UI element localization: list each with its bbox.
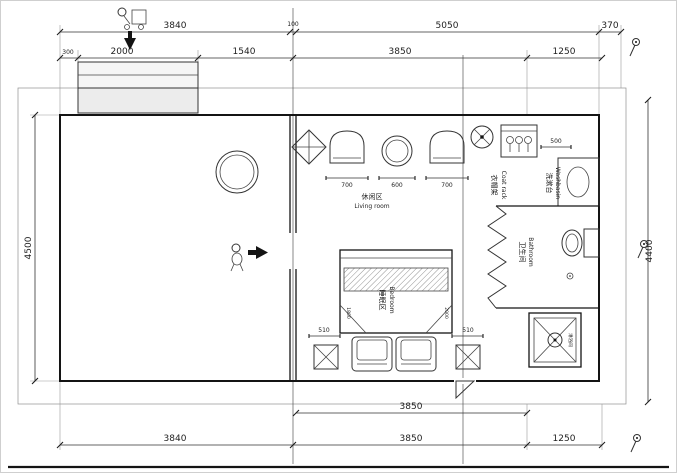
- dim-label: 1540: [233, 47, 256, 57]
- shower-cabin: 淋浴间: [528, 312, 582, 368]
- bedroom-chair: [395, 336, 437, 372]
- entry-steps: [77, 61, 199, 114]
- dim-label: 3850: [389, 47, 412, 57]
- dim-label: 3850: [400, 434, 423, 444]
- side-table: [313, 344, 339, 370]
- site-boundary: [17, 87, 627, 405]
- dim-label: 510: [462, 327, 474, 334]
- dim-label: 3840: [164, 21, 187, 31]
- room-label-zh: 卫生间: [518, 242, 527, 263]
- dim-label: 1250: [553, 434, 576, 444]
- coat-rack-label: 衣帽架 Coat rack: [490, 171, 507, 200]
- axis-lines: [292, 8, 464, 464]
- room-label-en: Bathroom: [527, 237, 534, 267]
- dim-label: 1800: [345, 307, 351, 319]
- dim-label: 2000: [111, 47, 134, 57]
- dim-label: 510: [318, 327, 330, 334]
- ceiling-fan-icon: [470, 125, 494, 149]
- dim-label: 600: [391, 182, 403, 189]
- bathroom-partitions: [487, 205, 599, 309]
- dim-label: 500: [550, 138, 562, 145]
- survey-pin-icon: [637, 240, 648, 259]
- room-label-zh: 淋浴间: [567, 333, 574, 347]
- survey-pin-icon: [630, 434, 641, 453]
- bed: 睡眠区 Bedroom 1800 2000: [339, 249, 453, 334]
- room-label-en: Living room: [354, 203, 389, 210]
- person-figure-icon: [230, 243, 244, 272]
- washbasin-label: 洗漱台 Washbasin: [545, 167, 561, 199]
- room-label-zh: 衣帽架: [490, 175, 499, 196]
- toilet: [561, 228, 600, 280]
- dim-label: 3840: [164, 434, 187, 444]
- dimension-top-row-1: 3840 100 5050 370: [56, 21, 625, 36]
- dim-label: 5050: [436, 21, 459, 31]
- room-label-zh: 睡眠区: [378, 290, 386, 311]
- dim-label: 4400: [645, 239, 655, 262]
- armchair: [329, 130, 365, 164]
- dim-label: 3850: [400, 402, 423, 412]
- dim-label: 4500: [24, 236, 34, 259]
- bathroom-label: 卫生间 Bathroom: [518, 237, 534, 267]
- dim-label: 100: [287, 21, 299, 28]
- round-table: [215, 150, 259, 194]
- coffee-table: [381, 135, 413, 167]
- room-label-en: Washbasin: [554, 167, 561, 199]
- dim-label: 1250: [553, 47, 576, 57]
- room-label-en: Bedroom: [388, 286, 395, 313]
- dimension-top-row-2: 300 2000 1540 3850 1250: [56, 47, 606, 62]
- door-swing-icon: [454, 378, 476, 400]
- dim-label: 370: [601, 21, 618, 31]
- dim-label: 700: [341, 182, 353, 189]
- living-room-dims: 700 600 700: [325, 176, 469, 189]
- room-label-zh: 休闲区: [362, 192, 383, 201]
- dimension-bottom-row-2: 3840 3850 1250: [56, 434, 606, 449]
- dimension-left: 4500: [24, 111, 39, 385]
- bedroom-chair: [351, 336, 393, 372]
- room-label-en: Coat rack: [500, 171, 507, 200]
- side-table: [455, 344, 481, 370]
- coat-rack-dim: 500: [540, 138, 572, 149]
- dimension-right: 4400: [644, 96, 655, 406]
- diamond-plant-icon: [291, 129, 327, 165]
- room-label-zh: 洗漱台: [545, 173, 554, 194]
- person-with-cart-icon: [117, 7, 147, 30]
- armchair: [429, 130, 465, 164]
- bedside-dims: 510 510: [308, 327, 484, 338]
- down-arrow-icon: [124, 31, 136, 50]
- survey-pin-icon: [629, 38, 640, 57]
- dim-label: 300: [62, 49, 74, 56]
- living-room-label: 休闲区 Living room: [354, 192, 389, 210]
- coat-rack: [500, 124, 538, 158]
- entry-arrow-icon: [248, 246, 268, 259]
- dim-label: 700: [441, 182, 453, 189]
- dim-label: 2000: [443, 307, 449, 319]
- dimension-bottom-row-1: 3850: [292, 402, 531, 417]
